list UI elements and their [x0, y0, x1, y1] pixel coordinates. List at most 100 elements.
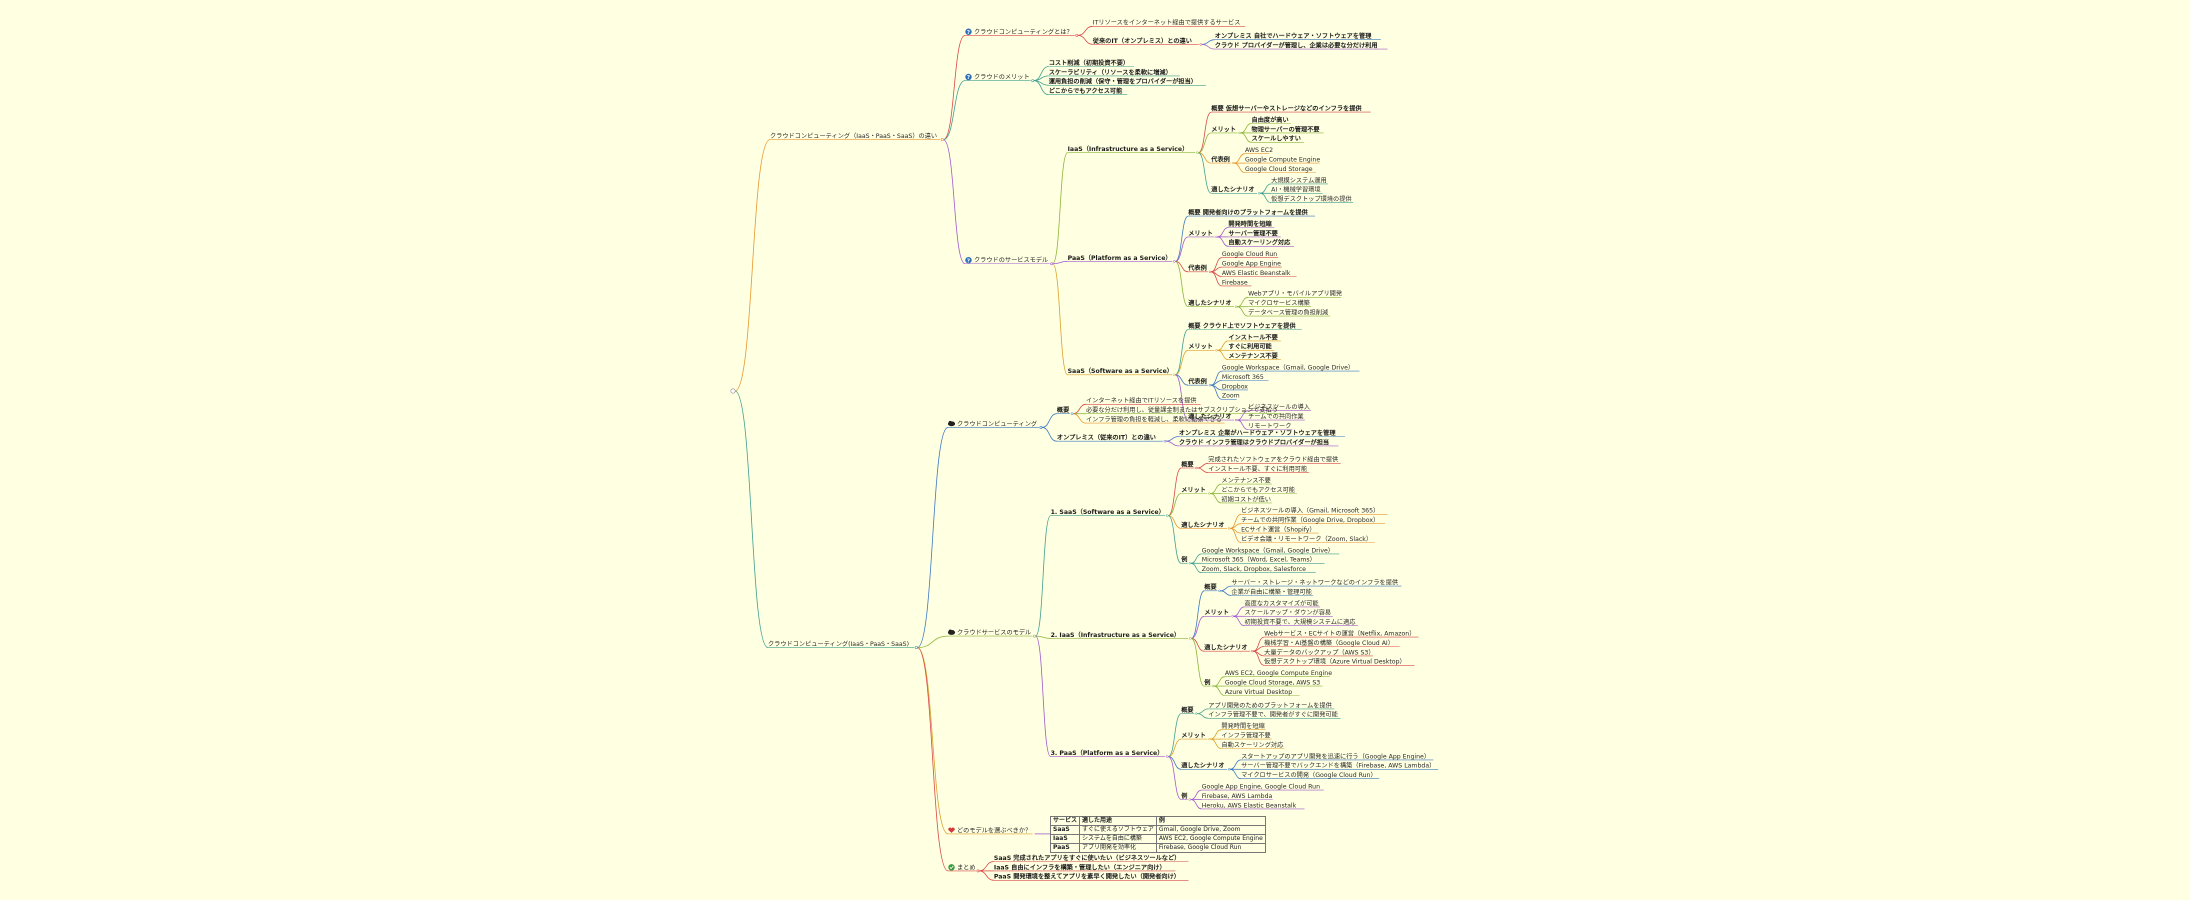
collapse-toggle[interactable]: [1050, 262, 1054, 266]
connector-line: [1237, 306, 1249, 317]
collapse-toggle[interactable]: [1031, 79, 1035, 83]
mind-map-node: Zoom, Slack, Dropbox, Salesforce: [1202, 566, 1306, 573]
connector-line: [734, 390, 769, 648]
collapse-toggle[interactable]: [1195, 466, 1198, 470]
connector-line: [1197, 111, 1212, 154]
collapse-toggle[interactable]: [1211, 684, 1214, 688]
collapse-toggle[interactable]: [1227, 768, 1231, 771]
connector-line: [943, 80, 966, 140]
collapse-toggle[interactable]: [1251, 650, 1254, 653]
mind-map-node: Microsoft 365（Word, Excel, Teams）: [1202, 557, 1316, 564]
mind-map-node: どこからでもアクセス可能: [1049, 87, 1123, 95]
collapse-toggle[interactable]: [1208, 492, 1211, 495]
collapse-toggle[interactable]: [1165, 755, 1169, 758]
table-row: IaaS システムを自由に構築 AWS EC2, Google Compute …: [1049, 834, 1266, 845]
collapse-toggle[interactable]: [1172, 260, 1176, 263]
collapse-toggle[interactable]: [1188, 798, 1191, 801]
collapse-toggle[interactable]: [1195, 712, 1198, 715]
collapse-toggle[interactable]: [1163, 439, 1167, 443]
connector-line: [1233, 615, 1245, 627]
model-comparison-table: サービス 適した用途 例 SaaS すぐに使えるソフトウェア Gmail, Go…: [1049, 816, 1266, 854]
mind-map-node: Google Compute Engine: [1245, 157, 1320, 164]
mind-map-node: 初期投資不要で、大規模システムに適応: [1245, 618, 1356, 626]
connector-line: [1210, 271, 1222, 287]
collapse-toggle[interactable]: [1172, 373, 1176, 377]
mind-map-node: スタートアップのアプリ開発を迅速に行う（Google App Engine）: [1241, 752, 1430, 760]
cloud-icon: [947, 629, 956, 635]
collapse-toggle[interactable]: [1234, 418, 1238, 422]
mind-map-node: メリット: [1188, 344, 1213, 351]
mind-map-node: クラウドコンピューティング: [957, 420, 1037, 428]
collapse-toggle[interactable]: [1199, 43, 1203, 46]
connector-line: [1191, 615, 1205, 639]
mind-map-node: 例: [1181, 792, 1187, 800]
connector-line: [1174, 329, 1189, 376]
connector-line: [1210, 384, 1222, 400]
mind-map-node: インストール不要: [1228, 333, 1277, 341]
connector-line: [978, 870, 994, 881]
connector-line: [1033, 80, 1049, 96]
collapse-toggle[interactable]: [1189, 637, 1192, 640]
mind-map-node: コスト削減（初期投資不要）: [1049, 59, 1129, 67]
collapse-toggle[interactable]: [940, 138, 944, 142]
collapse-toggle[interactable]: [1231, 161, 1235, 165]
collapse-toggle[interactable]: [1196, 151, 1199, 154]
root-node[interactable]: [730, 388, 736, 394]
collapse-toggle[interactable]: [1258, 192, 1261, 195]
mind-map-node: 概要: [1181, 706, 1193, 714]
connector-line: [1165, 440, 1179, 447]
collapse-toggle[interactable]: [1227, 527, 1231, 530]
mind-map-node: AWS EC2: [1245, 147, 1273, 154]
mind-map-node: メリット: [1188, 230, 1213, 237]
mind-map-node: クラウドのサービスモデル: [974, 256, 1048, 264]
mind-map-node: クラウド プロバイダーが管理し、企業は必要な分だけ利用: [1215, 42, 1378, 50]
mind-map-node: インフラ管理不要: [1221, 732, 1270, 740]
mind-map-node: クラウドコンピューティング（IaaS・PaaS・SaaS）の違い: [770, 132, 937, 140]
mind-map-node: 自動スケーリング対応: [1221, 741, 1283, 749]
collapse-toggle[interactable]: [914, 646, 918, 650]
mind-map-node: 例: [1181, 556, 1187, 564]
mind-map-node: IaaS（Infrastructure as a Service）: [1068, 145, 1189, 153]
collapse-toggle[interactable]: [1208, 270, 1212, 273]
mind-map-node: 運用負担の削減（保守・管理をプロバイダーが担当）: [1049, 78, 1197, 86]
mind-map-nodes: クラウドコンピューティング（IaaS・PaaS・SaaS）の違い?クラウドコンピ…: [730, 19, 1435, 881]
mind-map-node: アプリ開発のためのプラットフォームを提供: [1208, 701, 1332, 709]
collapse-toggle[interactable]: [1033, 634, 1037, 638]
table-cell: PaaS: [1049, 843, 1081, 854]
collapse-toggle[interactable]: [1070, 412, 1074, 415]
mind-map-node: Dropbox: [1222, 383, 1248, 390]
collapse-toggle[interactable]: [1234, 305, 1238, 308]
collapse-toggle[interactable]: [1208, 384, 1212, 387]
mind-map-node: SaaS（Software as a Service）: [1068, 367, 1173, 375]
mind-map-node: Webアプリ・モバイルアプリ開発: [1248, 290, 1343, 298]
mind-map-node: ビジネスツールの導入: [1248, 403, 1310, 411]
collapse-toggle[interactable]: [1039, 426, 1043, 429]
connector-line: [917, 635, 949, 648]
mind-map-node: 概要 クラウド上でソフトウェアを提供: [1188, 322, 1296, 330]
connector-line: [1174, 261, 1189, 308]
connector-line: [1201, 39, 1215, 45]
mind-map-node: 適したシナリオ: [1188, 413, 1231, 421]
collapse-toggle[interactable]: [1215, 235, 1218, 239]
mind-map-node: サーバー管理不要: [1228, 229, 1277, 237]
table-row: PaaS アプリ開発を効率化 Firebase, Google Cloud Ru…: [1049, 843, 1266, 854]
mind-map-node: 3. PaaS（Platform as a Service）: [1051, 749, 1164, 757]
collapse-toggle[interactable]: [1218, 589, 1221, 592]
connector-line: [1052, 152, 1068, 265]
mind-map-node: インフラ管理不要で、開発者がすぐに開発可能: [1208, 711, 1338, 719]
collapse-toggle[interactable]: [1188, 562, 1191, 565]
mind-map-node: メリット: [1181, 733, 1206, 740]
collapse-toggle[interactable]: [976, 869, 980, 873]
mind-map-node: サーバー・ストレージ・ネットワークなどのインフラを提供: [1231, 579, 1398, 587]
mind-map-node: 自動スケーリング対応: [1228, 239, 1291, 247]
collapse-toggle[interactable]: [1165, 514, 1169, 517]
mind-map-node: まとめ: [957, 864, 976, 871]
collapse-toggle[interactable]: [1208, 737, 1211, 741]
table-cell: Gmail, Google Drive, Zoom: [1155, 825, 1266, 836]
collapse-toggle[interactable]: [1075, 33, 1079, 37]
collapse-toggle[interactable]: [1215, 349, 1218, 352]
mind-map-node: Microsoft 365: [1222, 374, 1264, 381]
collapse-toggle[interactable]: [1238, 131, 1241, 135]
mind-map-node: 自由度が高い: [1252, 116, 1289, 124]
collapse-toggle[interactable]: [1231, 615, 1234, 618]
